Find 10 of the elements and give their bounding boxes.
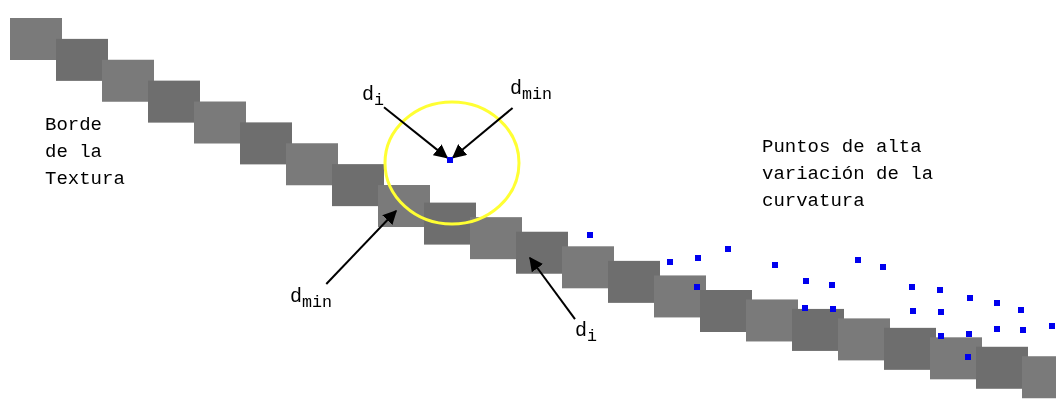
leader-line (383, 106, 449, 159)
leader-line (325, 210, 397, 285)
distance-label: d$_{min}$ (510, 76, 552, 108)
distance-label: d$_{min}$ (290, 284, 332, 316)
leader-line (529, 256, 576, 321)
data-point (447, 157, 453, 163)
distance-label: d$_{i}$ (362, 82, 384, 114)
distance-label: d$_{i}$ (575, 318, 597, 350)
annotation-text: Puntos de alta variación de la curvatura (762, 135, 935, 214)
annotation-text: Borde de la Textura (45, 113, 125, 192)
